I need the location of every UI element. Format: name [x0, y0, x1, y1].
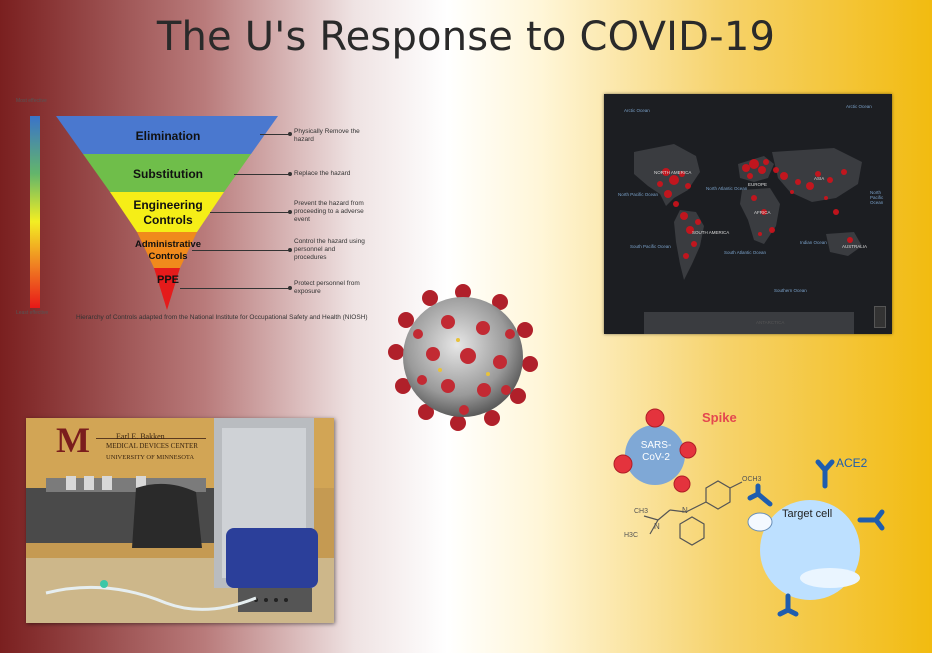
- n-atom-2: N: [654, 522, 660, 531]
- map-label-south-america: SOUTH AMERICA: [692, 230, 730, 235]
- map-label-australia: AUSTRALIA: [842, 244, 868, 249]
- map-label-north-pacific-2: North Pacific Ocean: [870, 190, 884, 205]
- map-label-north-pacific-1: North Pacific Ocean: [618, 192, 659, 197]
- sars-cov-2-label: SARS-CoV-2: [640, 440, 672, 463]
- level-administrative: Administrative Controls: [135, 239, 201, 262]
- note-ppe: Protect personnel from exposure: [294, 280, 360, 295]
- triangle-engineering: [110, 192, 224, 232]
- ace2-label: ACE2: [836, 456, 868, 470]
- och3-label: OCH3: [742, 476, 762, 483]
- note-substitution: Replace the hazard: [294, 170, 351, 177]
- hierarchy-caption: Hierarchy of Controls adapted from the N…: [76, 314, 368, 321]
- map-zoom-control[interactable]: [874, 306, 886, 328]
- map-label-south-atlantic: South Atlantic Ocean: [724, 250, 767, 255]
- map-label-south-pacific: South Pacific Ocean: [630, 244, 671, 249]
- map-label-africa: AFRICA: [754, 210, 771, 215]
- scale-bottom-label: Least effective: [16, 310, 49, 316]
- sign-line-2: MEDICAL DEVICES CENTER: [106, 442, 198, 450]
- spike-ace2-diagram: Spike SARS-CoV-2 ACE2 Target cell OCH3 C…: [610, 400, 900, 620]
- world-map-graphic: [604, 94, 892, 334]
- hierarchy-triangle: [56, 116, 278, 310]
- map-label-indian-ocean: Indian Ocean: [800, 240, 827, 245]
- spike-label: Spike: [702, 410, 737, 425]
- level-substitution: Substitution: [133, 167, 203, 181]
- n-atom-1: N: [682, 506, 688, 515]
- level-elimination: Elimination: [135, 129, 201, 143]
- level-ppe: PPE: [156, 274, 179, 286]
- covid-world-map: Arctic Ocean Arctic Ocean NORTH AMERICA …: [604, 94, 892, 334]
- page-title: The U's Response to COVID-19: [156, 14, 776, 60]
- triangle-ppe: [154, 268, 180, 310]
- photo-scene: M: [26, 418, 334, 623]
- effectiveness-scale-bar: [30, 116, 40, 308]
- sign-line-3: UNIVERSITY OF MINNESOTA: [106, 454, 195, 461]
- map-label-asia: ASIA: [814, 176, 825, 181]
- spike-ace2-graphic: [613, 408, 885, 617]
- hierarchy-of-controls: Most effective Least effective Eliminati…: [16, 92, 400, 332]
- triangle-administrative: [137, 232, 197, 268]
- triangle-elimination: [56, 116, 278, 154]
- target-cell-label: Target cell: [782, 508, 833, 520]
- map-label-arctic-1: Arctic Ocean: [624, 108, 650, 113]
- level-engineering: Engineering Controls: [133, 198, 203, 227]
- sign-line-1: Earl E. Bakken: [116, 432, 165, 441]
- note-elimination: Physically Remove the hazard: [294, 128, 360, 143]
- map-label-north-atlantic: North Atlantic Ocean: [706, 186, 748, 191]
- note-engineering: Prevent the hazard from proceeding to a …: [294, 200, 364, 223]
- coronavirus-illustration: [388, 284, 538, 431]
- map-label-antarctica: ANTARCTICA: [756, 320, 785, 325]
- case-markers: [657, 159, 853, 259]
- triangle-substitution: [83, 154, 251, 192]
- note-administrative: Control the hazard using personnel and p…: [294, 238, 365, 261]
- map-label-arctic-2: Arctic Ocean: [846, 104, 872, 109]
- map-label-europe: EUROPE: [748, 182, 768, 187]
- ch3-label: CH3: [634, 508, 649, 515]
- medical-device-photo: M Earl E. Bakken MEDICAL DEVICES CENTER …: [26, 418, 334, 623]
- map-label-north-america: NORTH AMERICA: [654, 170, 692, 175]
- svg-text:M: M: [56, 420, 90, 460]
- h3c-label: H3C: [624, 532, 639, 539]
- map-label-southern-ocean: Southern Ocean: [774, 288, 807, 293]
- scale-top-label: Most effective: [16, 98, 47, 104]
